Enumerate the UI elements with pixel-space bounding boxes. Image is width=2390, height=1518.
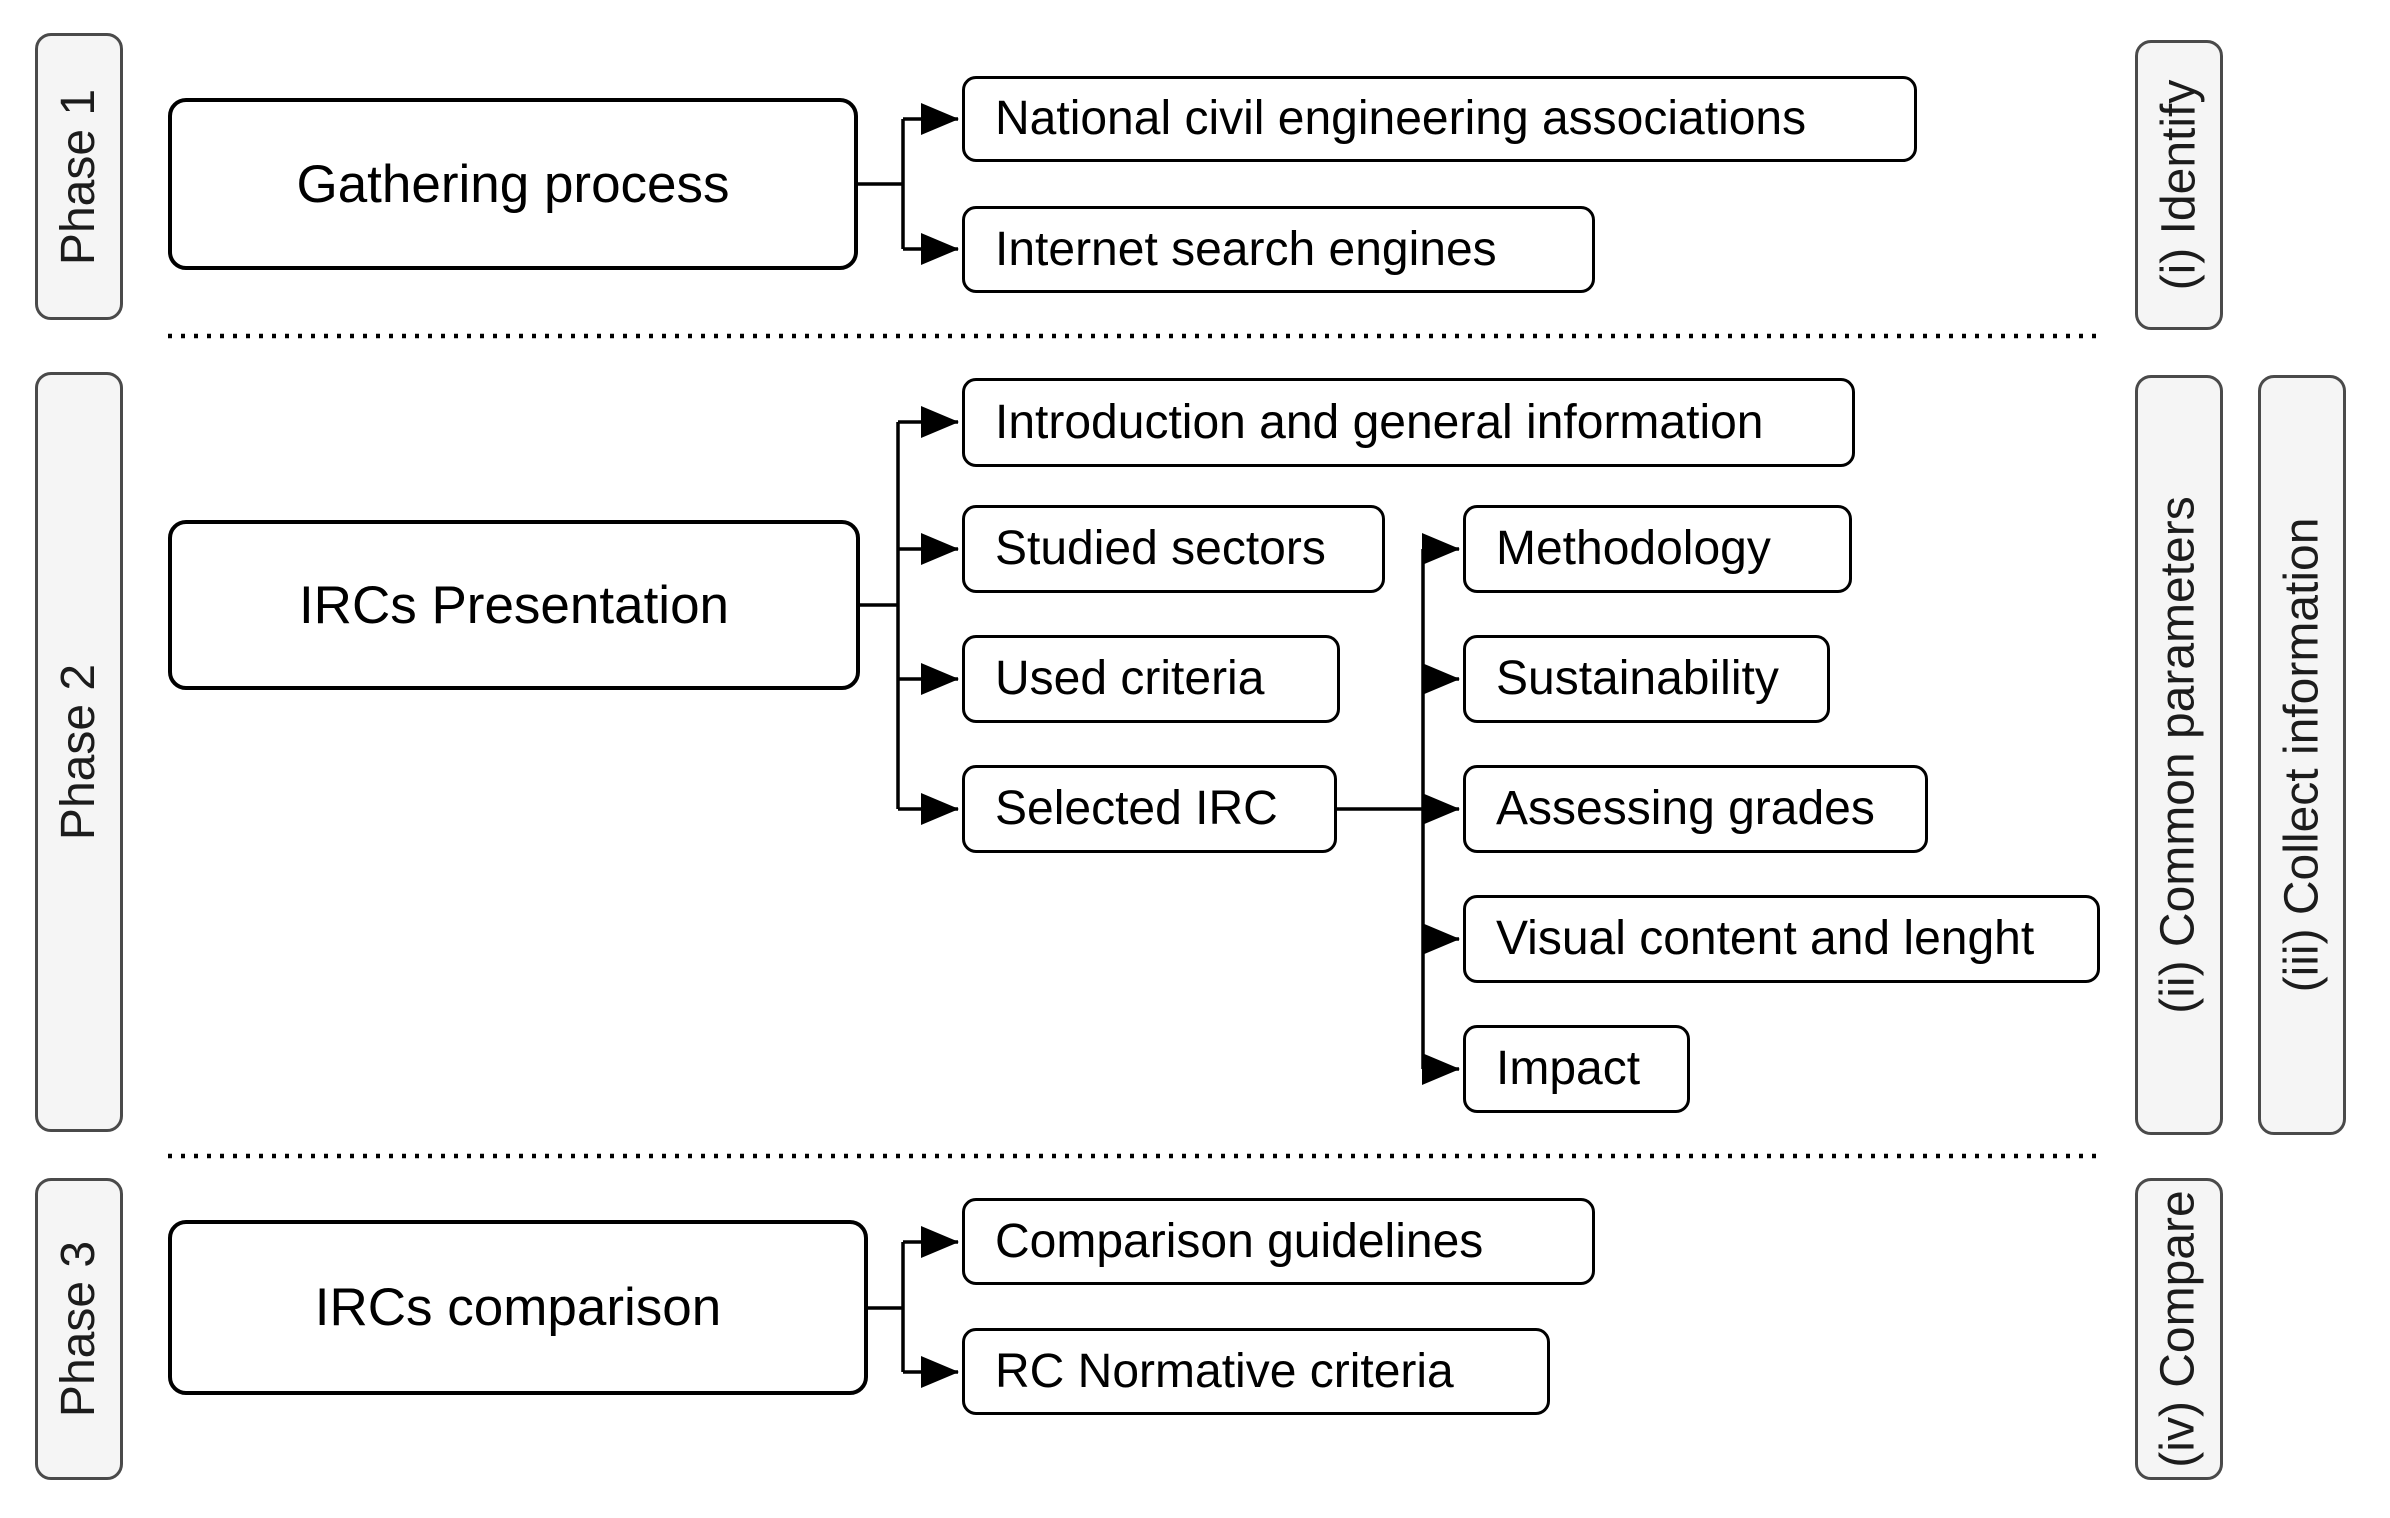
annotation-collect-information-bar: (iii) Collect information [2258,375,2346,1135]
phase1-bar-label: Phase 1 [52,88,106,265]
phase1-bar: Phase 1 [35,33,123,320]
annotation-compare-bar: (iv) Compare [2135,1178,2223,1480]
node-national-associations: National civil engineering associations [962,76,1917,162]
node-ircs-presentation: IRCs Presentation [168,520,860,690]
node-ircs-comparison: IRCs comparison [168,1220,868,1395]
phase3-bar: Phase 3 [35,1178,123,1480]
annotation-collect-information-label: (iii) Collect information [2275,517,2329,993]
node-assessing-grades: Assessing grades [1463,765,1928,853]
node-comparison-guidelines: Comparison guidelines [962,1198,1595,1285]
annotation-compare-label: (iv) Compare [2152,1190,2206,1468]
phase3-bar-label: Phase 3 [52,1240,106,1418]
node-gathering-process: Gathering process [168,98,858,270]
node-sustainability: Sustainability [1463,635,1830,723]
annotation-common-parameters-label: (ii) Common parameters [2152,496,2206,1014]
node-studied-sectors: Studied sectors [962,505,1385,593]
node-selected-irc: Selected IRC [962,765,1337,853]
node-rc-normative-criteria: RC Normative criteria [962,1328,1550,1415]
node-introduction-general-information: Introduction and general information [962,378,1855,467]
node-used-criteria: Used criteria [962,635,1340,723]
node-internet-search-engines: Internet search engines [962,206,1595,293]
node-visual-content-length: Visual content and lenght [1463,895,2100,983]
annotation-common-parameters-bar: (ii) Common parameters [2135,375,2223,1135]
node-methodology: Methodology [1463,505,1852,593]
annotation-identify-label: (i) Identify [2152,79,2206,291]
annotation-identify-bar: (i) Identify [2135,40,2223,330]
phase2-bar: Phase 2 [35,372,123,1132]
phase2-bar-label: Phase 2 [52,663,106,841]
node-impact: Impact [1463,1025,1690,1113]
